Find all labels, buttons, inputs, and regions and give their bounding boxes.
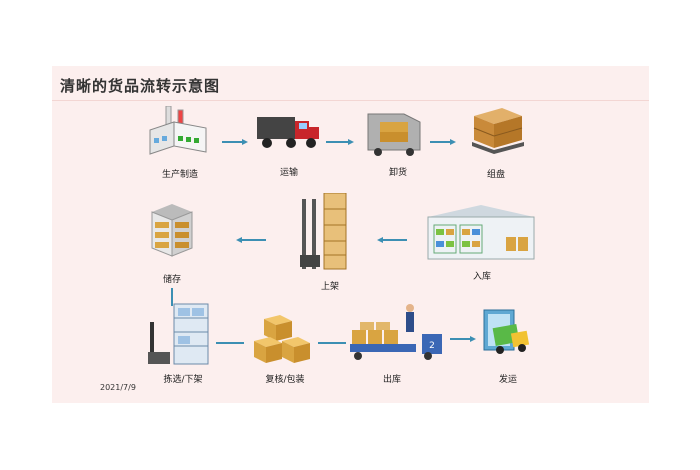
unload-icon <box>367 113 421 156</box>
picking-rack-icon <box>148 303 209 365</box>
forklift-shelving-icon <box>300 193 347 270</box>
step-label-shelving: 上架 <box>320 282 340 292</box>
title-divider <box>52 100 649 101</box>
arrow-inbound-shelving <box>377 237 407 243</box>
outbound-pallet-jack-icon: 2 <box>350 304 442 360</box>
page-title: 清晰的货品流转示意图 <box>60 77 221 95</box>
arrow-outbound-shipping <box>450 336 476 342</box>
step-label-inbound: 入库 <box>472 272 492 282</box>
arrow-shelving-storage <box>236 237 266 243</box>
step-label-shipping: 发运 <box>498 375 518 385</box>
step-label-packing: 复核/包装 <box>265 375 305 385</box>
factory-icon <box>149 106 207 155</box>
arrow-transport-unload <box>326 139 354 145</box>
arrow-picking-packing <box>216 342 244 344</box>
step-label-picking: 拣选/下架 <box>163 375 203 385</box>
arrow-production-transport <box>222 139 248 145</box>
arrow-packing-outbound <box>318 342 346 344</box>
shipping-truck-icon <box>483 309 530 354</box>
inbound-warehouse-icon <box>427 205 535 260</box>
warehouse-storage-icon <box>151 204 193 257</box>
date-stamp: 2021/7/9 <box>100 383 136 392</box>
boxes-icon <box>254 315 310 363</box>
step-label-unload: 卸货 <box>388 168 408 178</box>
truck-icon <box>257 117 319 148</box>
step-label-outbound: 出库 <box>382 375 402 385</box>
arrow-unload-palletize <box>430 139 456 145</box>
step-label-transport: 运输 <box>279 168 299 178</box>
step-label-storage: 储存 <box>162 275 182 285</box>
step-label-palletize: 组盘 <box>486 170 506 180</box>
step-label-production: 生产制造 <box>161 170 199 180</box>
pallet-icon <box>472 108 524 154</box>
arrow-storage-picking <box>171 288 173 306</box>
svg-text:2: 2 <box>429 341 435 351</box>
